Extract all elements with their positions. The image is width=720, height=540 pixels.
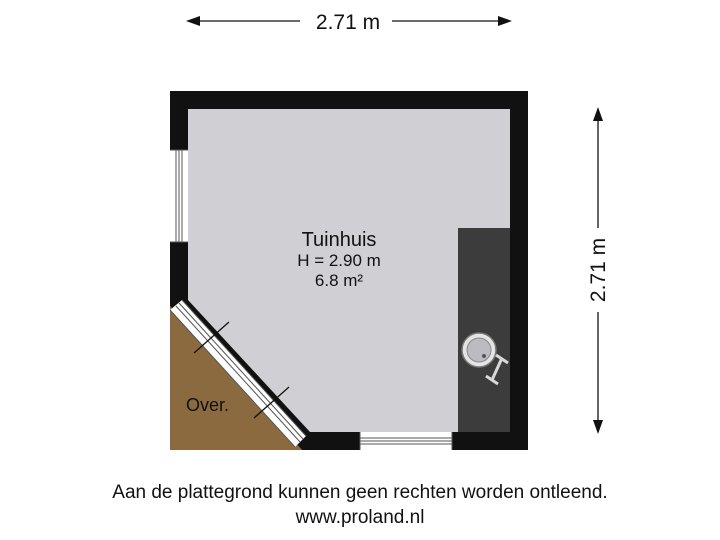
arrow-down-icon: [593, 420, 603, 434]
arrow-up-icon: [593, 107, 603, 121]
bottom-window: [359, 432, 453, 450]
door-divider-1: [193, 321, 230, 354]
room-height: H = 2.90 m: [297, 251, 381, 270]
arrow-right-icon: [498, 16, 512, 26]
top-dimension: 2.71 m: [186, 11, 512, 34]
faucet-icon: [490, 357, 504, 381]
door-divider-2: [253, 386, 290, 419]
counter-top: [458, 228, 510, 432]
room-area: 6.8 m²: [315, 271, 364, 290]
kitchen-counter: [458, 228, 510, 432]
right-dimension-label: 2.71 m: [587, 238, 610, 302]
left-window: [170, 149, 188, 243]
room-name: Tuinhuis: [302, 229, 377, 251]
right-dimension: 2.71 m: [587, 107, 610, 434]
top-dimension-label: 2.71 m: [316, 11, 380, 34]
terrace-label: Over.: [186, 395, 229, 415]
drain-icon: [482, 354, 486, 358]
diagonal-doors: [169, 299, 307, 448]
arrow-left-icon: [186, 16, 200, 26]
disclaimer-text: Aan de plattegrond kunnen geen rechten w…: [112, 482, 608, 503]
room-floor: [188, 109, 510, 432]
website-text: www.proland.nl: [295, 507, 425, 528]
